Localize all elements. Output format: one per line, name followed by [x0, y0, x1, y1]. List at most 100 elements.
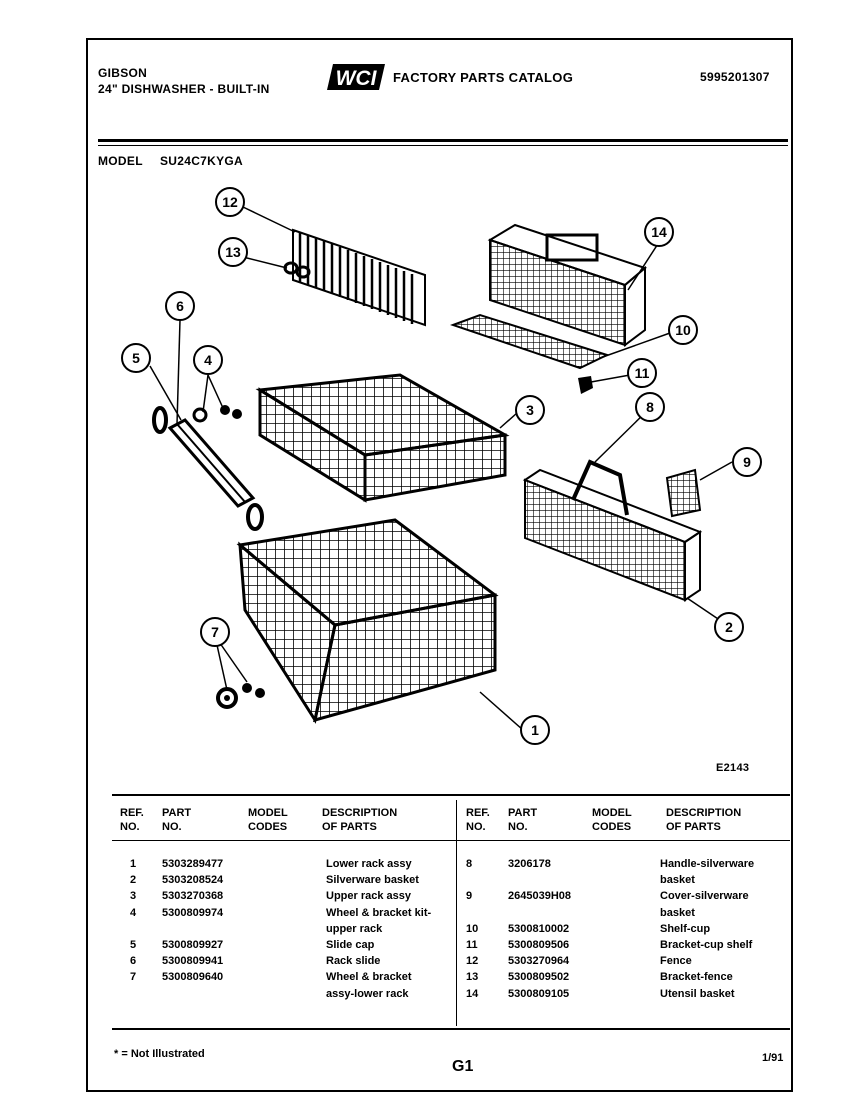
- parts-cell-desc: Slide cap: [326, 939, 375, 951]
- callout-6: 6: [165, 291, 195, 321]
- product-name: 24" DISHWASHER - BUILT-IN: [98, 82, 270, 96]
- parts-cell-ref: 2: [130, 874, 137, 887]
- parts-cell-ref: 6: [130, 955, 137, 968]
- silverware-basket-part: [522, 468, 703, 602]
- parts-cell-part: 2645039H08: [508, 890, 572, 903]
- callout-14: 14: [644, 217, 674, 247]
- parts-cell-part: 5300809941: [162, 955, 224, 968]
- svg-text:1: 1: [531, 722, 539, 738]
- parts-cell-ref: 11: [466, 939, 478, 951]
- svg-text:5: 5: [132, 350, 140, 366]
- parts-cell-desc: Upper rack assy: [326, 890, 411, 903]
- svg-text:11: 11: [635, 365, 650, 381]
- svg-text:4: 4: [204, 352, 212, 368]
- parts-cell-ref: 1: [130, 858, 137, 870]
- parts-cell-part: 5303208524: [162, 874, 224, 887]
- parts-cell-part: 5303289477: [162, 858, 224, 870]
- parts-row: basket: [0, 872, 864, 888]
- cup-shelf-bracket-part: [578, 376, 593, 394]
- parts-cell-desc: Cover-silverware: [660, 890, 749, 903]
- parts-cell-ref: 8: [466, 858, 473, 870]
- catalog-number: 5995201307: [700, 70, 770, 84]
- revision-date: 1/91: [762, 1052, 784, 1064]
- rack-slide-part: [167, 418, 256, 508]
- table-rule-bottom: [112, 1028, 790, 1030]
- parts-cell-desc: Wheel & bracket kit-: [326, 906, 432, 919]
- parts-row: upper rack: [0, 921, 864, 937]
- footnote: * = Not Illustrated: [114, 1048, 205, 1060]
- svg-text:7: 7: [211, 624, 219, 640]
- callout-7: 7: [200, 617, 230, 647]
- parts-row: 10 5300810002 Shelf-cup: [0, 921, 864, 937]
- table-rule-top: [112, 794, 790, 796]
- brand-name: GIBSON: [98, 66, 148, 80]
- header-rule-bottom: [98, 145, 788, 146]
- header-rule-top: [98, 139, 788, 142]
- callout-2: 2: [714, 612, 744, 642]
- callout-11: 11: [627, 358, 657, 388]
- table-header-rule: [112, 840, 790, 841]
- parts-cell-part: 5300809974: [162, 906, 224, 919]
- wheel-bracket-upper-part: [192, 405, 242, 423]
- parts-cell-part: 5300809502: [508, 971, 570, 984]
- callout-4: 4: [193, 345, 223, 375]
- parts-cell-desc: Fence: [660, 955, 692, 968]
- svg-text:9: 9: [743, 454, 751, 470]
- model-label: MODEL: [98, 154, 143, 168]
- parts-cell-ref: 12: [466, 955, 479, 968]
- parts-cell-part: 3206178: [508, 858, 551, 870]
- parts-cell-ref: 7: [130, 971, 137, 984]
- parts-cell-part: 5303270964: [508, 955, 570, 968]
- parts-cell-desc: Shelf-cup: [660, 922, 711, 935]
- parts-cell-ref: 3: [130, 890, 137, 903]
- parts-cell-desc: Handle-silverware: [660, 858, 755, 870]
- callout-12: 12: [215, 187, 245, 217]
- parts-cell-ref: 5: [130, 939, 137, 951]
- parts-cell-part: 5303270368: [162, 890, 224, 903]
- parts-cell-ref: 9: [466, 890, 473, 903]
- callout-5: 5: [121, 343, 151, 373]
- parts-row: basket: [0, 905, 864, 921]
- parts-row: 9 2645039H08 Cover-silverware: [0, 888, 864, 904]
- basket-cover-part: [665, 468, 702, 518]
- exploded-view-diagram: 12 13 6 5 4 3 14 10 11 8 9 2 7 1: [121, 187, 762, 745]
- parts-row: 4 5300809974 Wheel & bracket kit-: [0, 905, 864, 921]
- callout-8: 8: [635, 392, 665, 422]
- parts-cell-ref: 14: [466, 987, 479, 1000]
- parts-cell-desc: assy-lower rack: [326, 987, 409, 1000]
- parts-cell-ref: 4: [130, 906, 137, 919]
- parts-cell-part: 5300809927: [162, 939, 224, 951]
- page-border: [86, 38, 793, 1092]
- svg-text:13: 13: [225, 244, 241, 260]
- callout-1: 1: [520, 715, 550, 745]
- figure-id: E2143: [716, 762, 750, 774]
- parts-cell-desc: Rack slide: [326, 955, 381, 968]
- table-column-divider: [456, 800, 457, 1026]
- parts-cell-ref: 10: [466, 922, 479, 935]
- parts-cell-part: 5300809506: [508, 939, 570, 951]
- page-code: G1: [452, 1058, 474, 1075]
- slide-cap-part: [152, 406, 168, 434]
- fence-part: [292, 228, 426, 327]
- callout-9: 9: [732, 447, 762, 477]
- parts-cell-desc: Utensil basket: [660, 987, 735, 1000]
- svg-text:14: 14: [651, 224, 667, 240]
- logo-text: WCI: [336, 67, 378, 90]
- parts-row: 11 5300809506 Bracket-cup shelf: [0, 937, 864, 953]
- basket-handle-part: [571, 459, 629, 516]
- callout-13: 13: [218, 237, 248, 267]
- parts-cell-desc: Bracket-cup shelf: [660, 939, 753, 951]
- svg-text:8: 8: [646, 399, 654, 415]
- parts-row: 12 5303270964 Fence: [0, 953, 864, 969]
- parts-cell-part: 5300810002: [508, 922, 570, 935]
- upper-rack-part: [255, 373, 510, 503]
- catalog-title: FACTORY PARTS CATALOG: [393, 70, 574, 85]
- svg-text:12: 12: [222, 194, 238, 210]
